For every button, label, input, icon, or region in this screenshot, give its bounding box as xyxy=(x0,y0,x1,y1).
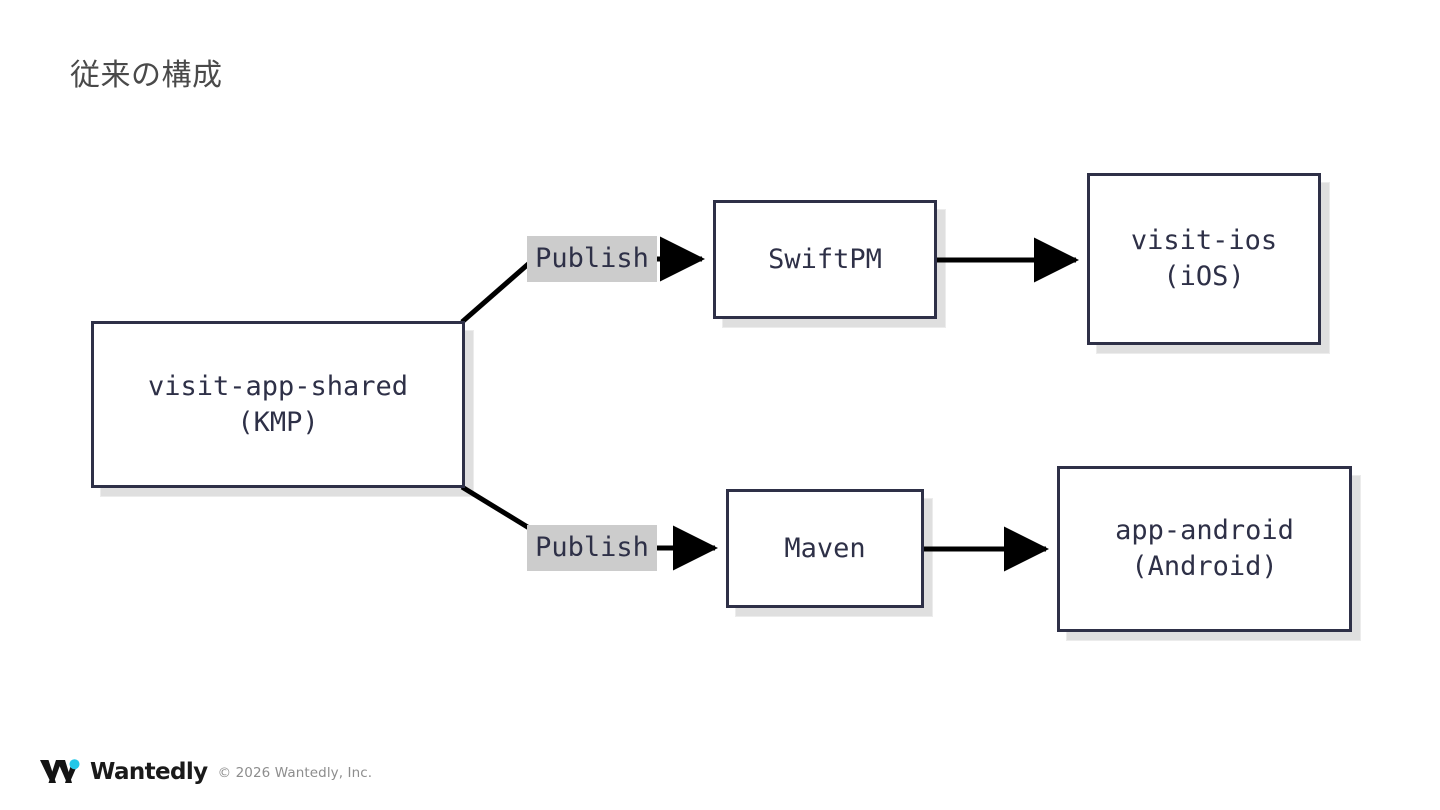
footer: Wantedly © 2026 Wantedly, Inc. xyxy=(40,758,372,786)
node-label-line1: visit-ios xyxy=(1130,225,1278,257)
node-swiftpm[interactable]: SwiftPM xyxy=(713,200,937,319)
edge-label-publish-ios: Publish xyxy=(527,236,657,282)
wantedly-logo: Wantedly xyxy=(40,758,208,786)
edge-label-publish-android: Publish xyxy=(527,525,657,571)
node-label-line1: visit-app-shared xyxy=(147,370,409,402)
copyright-text: © 2026 Wantedly, Inc. xyxy=(217,765,373,782)
node-label-line1: SwiftPM xyxy=(768,243,882,275)
node-label-line2: (iOS) xyxy=(1163,261,1245,292)
edge-shared-to-publish-android xyxy=(460,484,536,534)
page-title: 従来の構成 xyxy=(70,58,223,93)
node-label-line2: (Android) xyxy=(1131,551,1278,582)
wantedly-mark-icon xyxy=(40,759,80,783)
node-label-line1: app-android xyxy=(1115,515,1294,547)
edge-shared-to-publish-ios xyxy=(460,257,536,324)
node-visit-ios[interactable]: visit-ios (iOS) xyxy=(1087,173,1321,345)
wantedly-wordmark: Wantedly xyxy=(90,758,208,785)
node-label-line1: Maven xyxy=(784,532,866,564)
node-app-android[interactable]: app-android (Android) xyxy=(1057,466,1352,632)
node-label-line2: (KMP) xyxy=(237,406,319,438)
node-visit-app-shared[interactable]: visit-app-shared (KMP) xyxy=(91,321,465,488)
node-maven[interactable]: Maven xyxy=(726,489,924,608)
